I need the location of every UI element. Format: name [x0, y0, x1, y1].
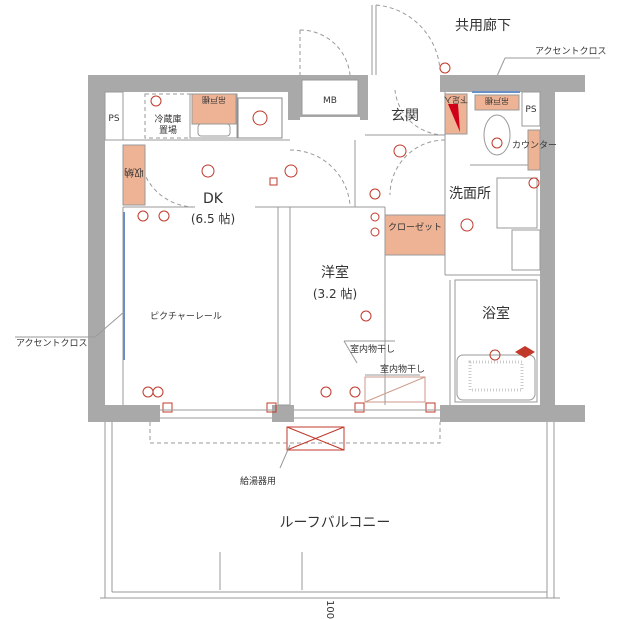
- accent-cloth-left-label: アクセントクロス: [16, 338, 88, 349]
- partitions: [104, 91, 541, 406]
- entrance-label: 玄関: [391, 107, 419, 124]
- balcony: [100, 409, 560, 599]
- stove-burner-icon: [252, 110, 268, 126]
- western-room-label: 洋室: [321, 264, 349, 281]
- toilet-icon: [483, 114, 511, 156]
- bathtub: [456, 354, 536, 401]
- fridge-label-2: 置場: [159, 124, 177, 136]
- hanging-cabinet-toilet-label: 吊戸棚: [485, 96, 509, 106]
- door-swings: [139, 89, 446, 208]
- stove: [237, 97, 283, 139]
- hanging-cabinet-kitchen-label: 吊戸棚: [202, 95, 226, 105]
- hanging-cabinet-toilet: [474, 94, 520, 111]
- washroom-label: 洗面所: [449, 186, 491, 202]
- closet-label: クローゼット: [388, 221, 442, 233]
- mb-label: MB: [323, 96, 337, 106]
- dimension-label: 100: [324, 600, 335, 619]
- indoor-drying-label-2: 室内物干し: [380, 363, 425, 375]
- corridor-label: 共用廊下: [455, 17, 511, 34]
- storage: [122, 144, 146, 206]
- accent-cloth-top-label: アクセントクロス: [535, 46, 607, 57]
- shoe-box-marker: [448, 104, 460, 132]
- counter-label: カウンター: [512, 140, 557, 151]
- washstand: [496, 177, 538, 229]
- dk-label: DK: [203, 191, 224, 207]
- indoor-drying-label-1: 室内物干し: [350, 343, 395, 355]
- ps-left-label: PS: [108, 114, 119, 124]
- washing-machine-space: [511, 229, 541, 271]
- water-heater: [286, 426, 345, 451]
- bathroom-label: 浴室: [482, 305, 510, 322]
- roof-balcony-label: ルーフバルコニー: [280, 515, 391, 531]
- shoe-box-label: 下足入: [444, 95, 468, 104]
- dk-size: (6.5 帖): [191, 211, 235, 226]
- water-heater-label: 給湯器用: [240, 475, 276, 487]
- mb-box: [301, 79, 359, 116]
- walls: [88, 75, 585, 422]
- window-box: [364, 376, 426, 403]
- closet: [384, 214, 446, 256]
- western-room-size: (3.2 帖): [313, 286, 357, 301]
- ps-right-label: PS: [525, 105, 536, 115]
- corridor-door: [299, 4, 441, 76]
- counter: [527, 129, 541, 171]
- fridge-label-1: 冷蔵庫: [154, 113, 181, 125]
- hanging-cabinet-kitchen: [191, 93, 237, 125]
- picture-rail-label: ピクチャーレール: [150, 311, 222, 322]
- storage-label: 収納: [124, 166, 144, 179]
- electrical-symbols: [137, 62, 540, 413]
